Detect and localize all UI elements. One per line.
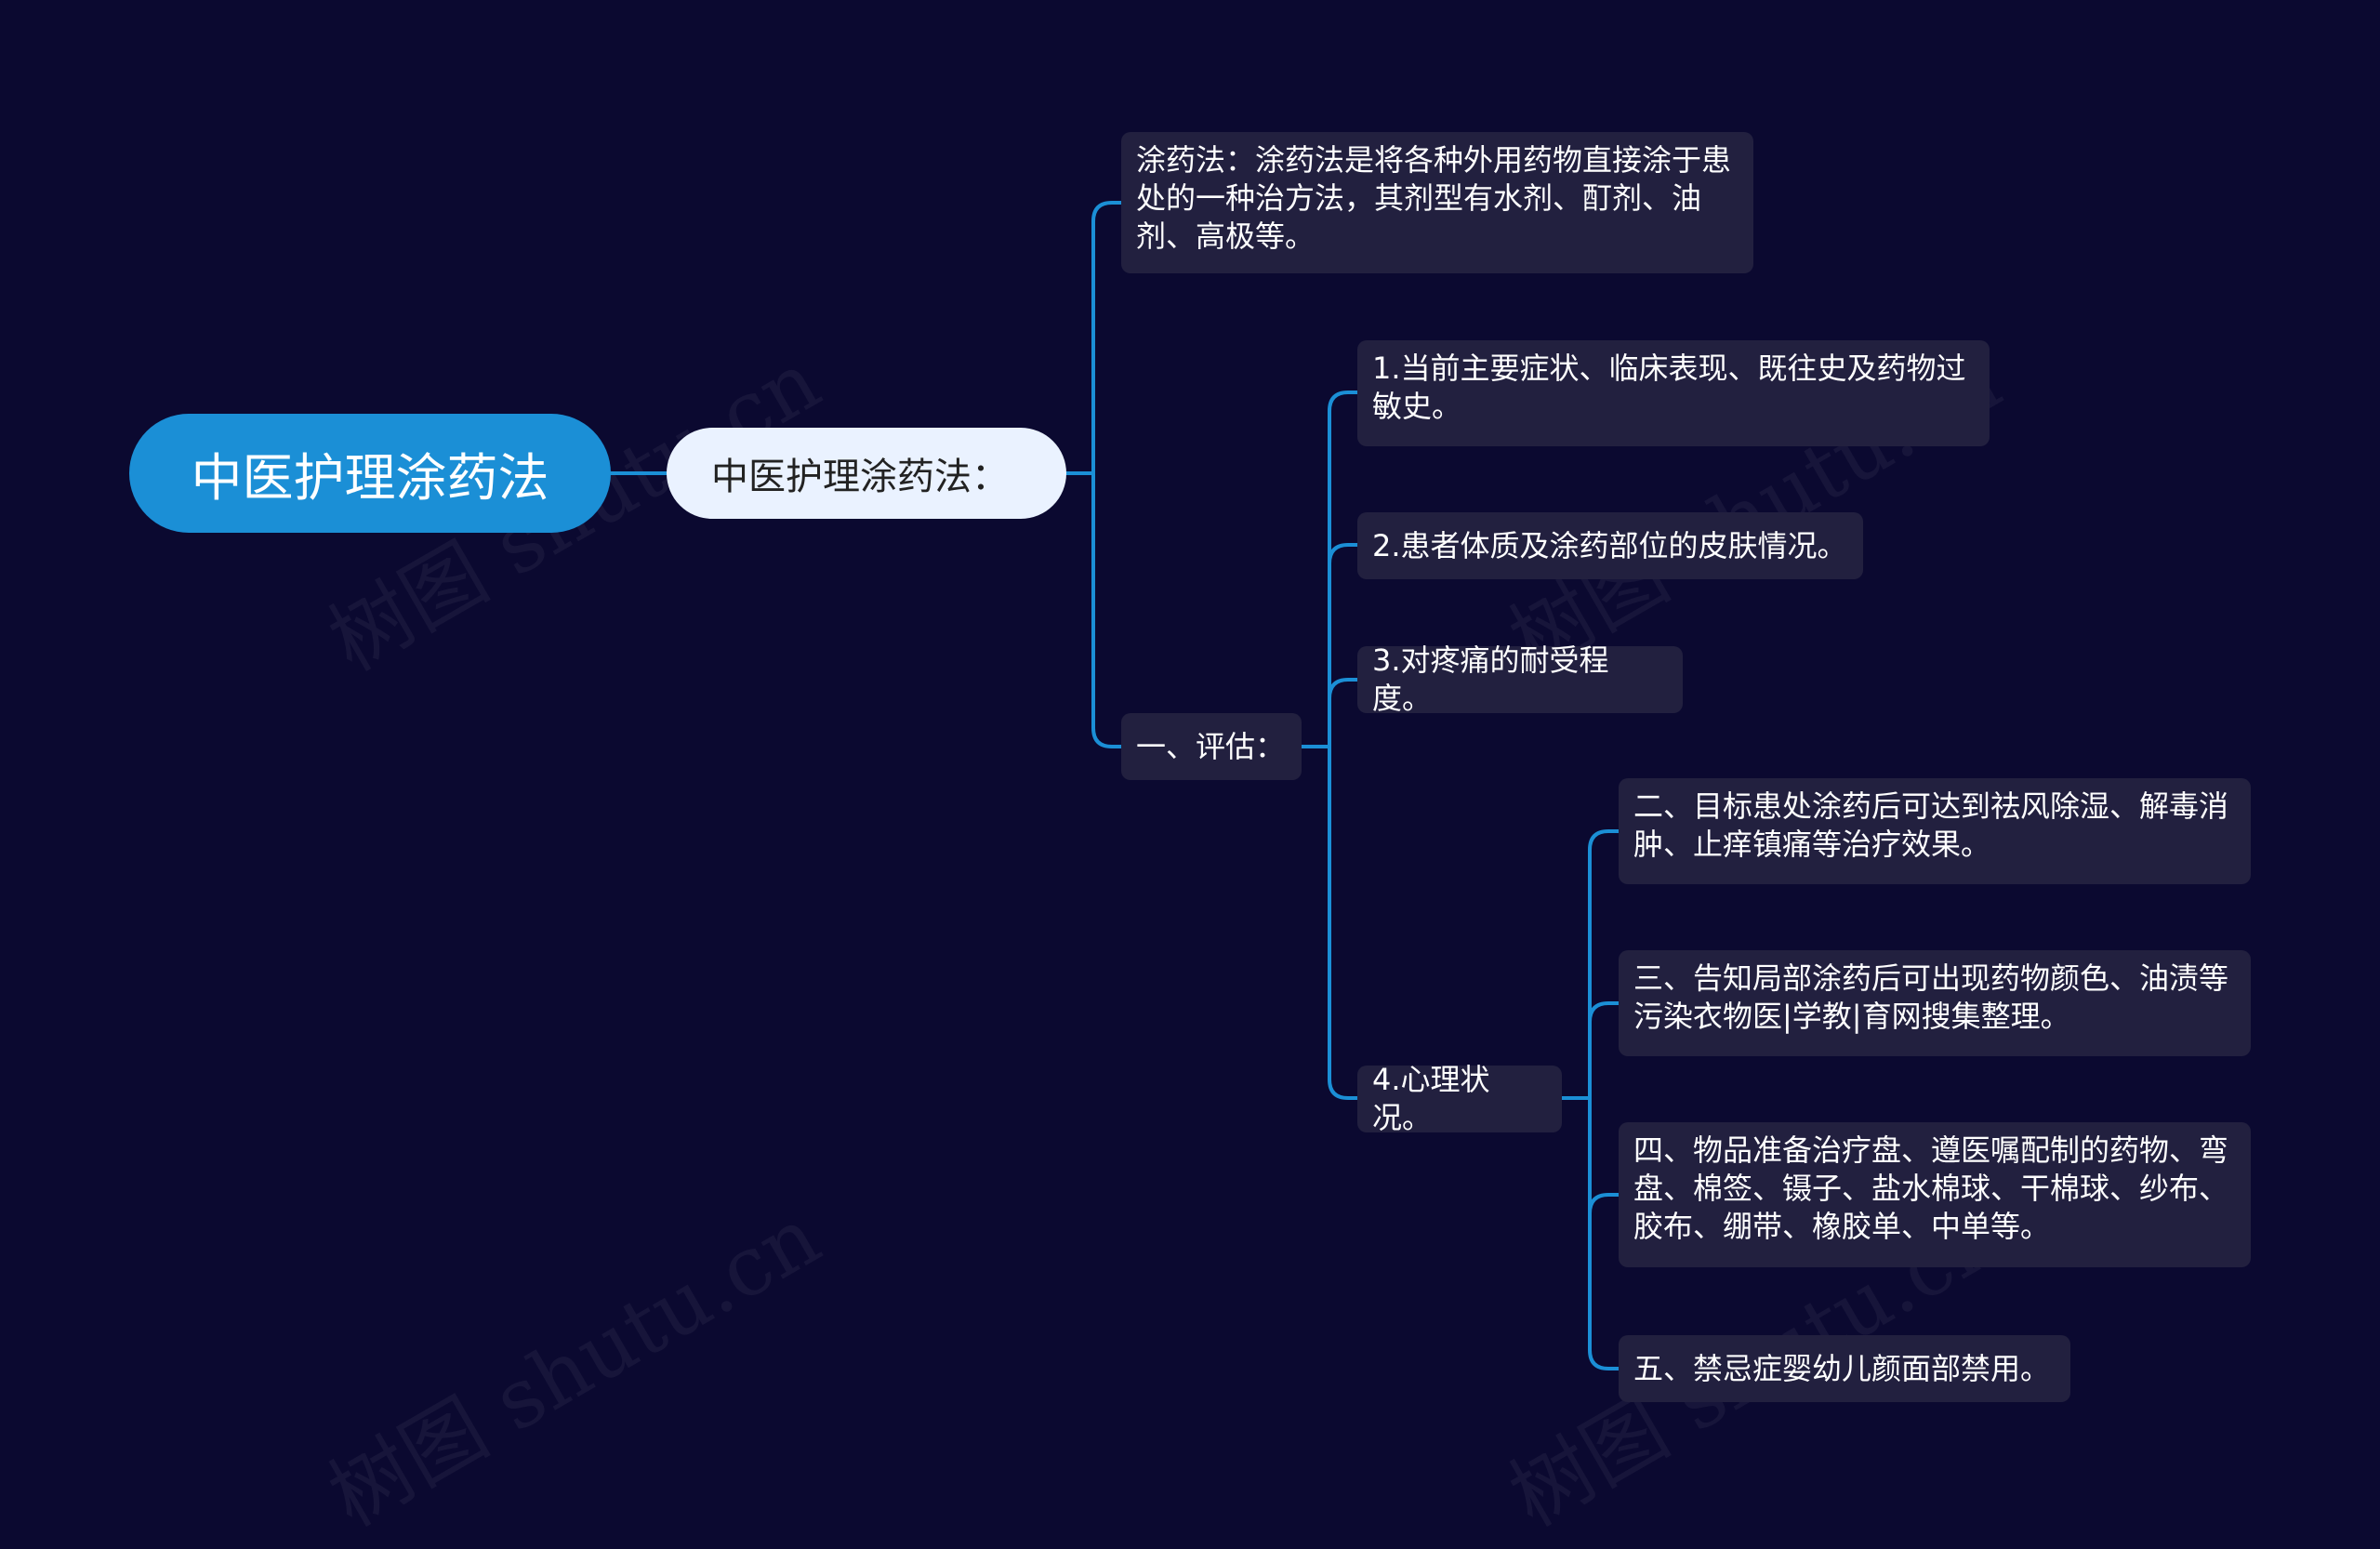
psych-child-node[interactable]: 二、目标患处涂药后可达到祛风除湿、解毒消肿、止痒镇痛等治疗效果。 [1619,778,2251,884]
connector-assessment-item-1 [1328,391,1359,748]
connector-psych-child-2 [1588,1001,1620,1100]
root-label: 中医护理涂药法 [191,448,549,508]
assessment-node[interactable]: 一、评估： [1121,713,1302,780]
psych-child-node[interactable]: 五、禁忌症婴幼儿颜面部禁用。 [1619,1335,2070,1402]
connector-assessment-item-2 [1328,543,1359,748]
connector-assessment-item-3 [1328,678,1359,748]
psych-child-text: 二、目标患处涂药后可达到祛风除湿、解毒消肿、止痒镇痛等治疗效果。 [1633,788,2229,862]
main-topic-label: 中医护理涂药法： [711,456,1009,498]
definition-text: 涂药法：涂药法是将各种外用药物直接涂于患处的一种治方法，其剂型有水剂、酊剂、油剂… [1136,142,1732,254]
connector-assessment-item-4 [1328,745,1359,1100]
psych-child-node[interactable]: 四、物品准备治疗盘、遵医嘱配制的药物、弯盘、棉签、镊子、盐水棉球、干棉球、纱布、… [1619,1122,2251,1267]
psych-child-text: 四、物品准备治疗盘、遵医嘱配制的药物、弯盘、棉签、镊子、盐水棉球、干棉球、纱布、… [1633,1132,2229,1244]
definition-node[interactable]: 涂药法：涂药法是将各种外用药物直接涂于患处的一种治方法，其剂型有水剂、酊剂、油剂… [1121,132,1753,273]
psych-child-node[interactable]: 三、告知局部涂药后可出现药物颜色、油渍等污染衣物医|学教|育网搜集整理。 [1619,950,2251,1056]
main-topic-node[interactable]: 中医护理涂药法： [667,428,1066,519]
assessment-item-node[interactable]: 3.对疼痛的耐受程度。 [1357,642,1683,716]
assessment-label: 一、评估： [1136,728,1286,764]
assessment-item-text: 1.当前主要症状、临床表现、既往史及药物过敏史。 [1372,351,1966,424]
assessment-item-text: 4.心理状况。 [1372,1062,1490,1135]
psych-child-text: 五、禁忌症婴幼儿颜面部禁用。 [1633,1350,2051,1386]
root-node[interactable]: 中医护理涂药法 [129,414,611,533]
assessment-item-text: 3.对疼痛的耐受程度。 [1372,642,1609,716]
assessment-item-node[interactable]: 4.心理状况。 [1357,1062,1562,1135]
connector-psych-child-1 [1588,829,1620,1100]
connector-psych-child-3 [1588,1096,1620,1214]
connector-main-definition [1091,201,1123,475]
connector-main-assessment [1091,471,1123,748]
assessment-item-text: 2.患者体质及涂药部位的皮肤情况。 [1372,527,1847,563]
connector-psych-child-4 [1588,1096,1620,1370]
assessment-item-node[interactable]: 1.当前主要症状、临床表现、既往史及药物过敏史。 [1357,340,1990,446]
psych-child-text: 三、告知局部涂药后可出现药物颜色、油渍等污染衣物医|学教|育网搜集整理。 [1633,960,2229,1034]
assessment-item-node[interactable]: 2.患者体质及涂药部位的皮肤情况。 [1357,512,1863,579]
